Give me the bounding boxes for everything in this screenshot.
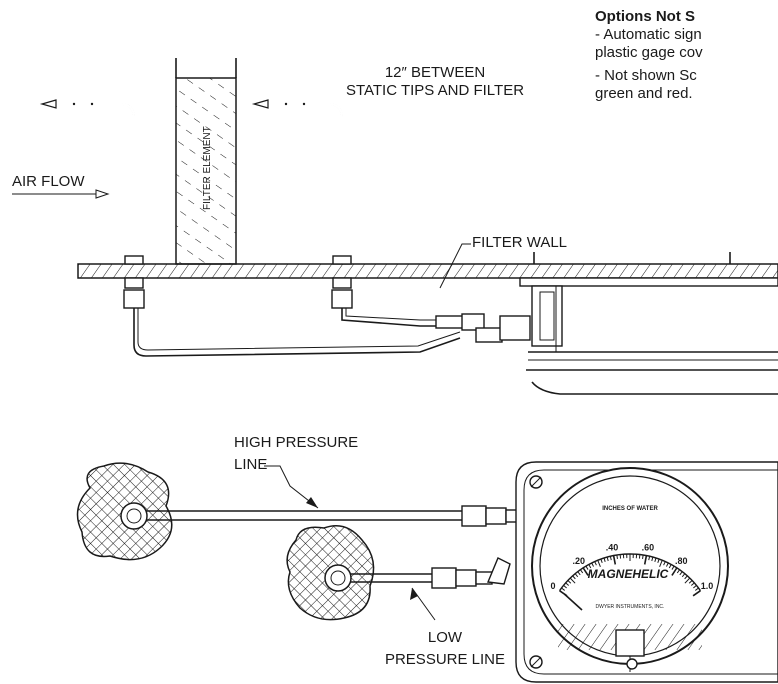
between-label-line-2: STATIC TIPS AND FILTER <box>345 82 525 99</box>
low-pressure-fitting <box>431 557 511 589</box>
gauge-tick <box>600 558 603 564</box>
gauge-units-label: INCHES OF WATER <box>602 506 658 512</box>
gauge-tick <box>654 557 657 562</box>
high-pressure-label-line-2: LINE <box>234 456 268 473</box>
gauge-scale-label: 0 <box>550 581 555 591</box>
gauge-tick <box>690 582 695 586</box>
gauge-tick <box>692 590 701 597</box>
options-line-4: green and red. <box>595 85 693 102</box>
gauge-scale-label: .40 <box>606 543 619 553</box>
options-line-2: plastic gage cov <box>595 44 703 61</box>
gauge-tick <box>580 569 584 574</box>
gauge-tick <box>695 587 699 591</box>
gauge-tick <box>616 554 618 560</box>
gauge-tick <box>642 554 644 560</box>
gauge-tick <box>663 561 666 566</box>
gauge-tick <box>693 585 697 589</box>
air-flow-arrow <box>12 189 110 199</box>
gauge-tick <box>563 585 567 589</box>
gauge-tick <box>648 556 651 561</box>
filter-wall <box>77 263 778 279</box>
gauge-tick <box>594 561 597 566</box>
low-pressure-label-line-1: LOW <box>427 629 463 646</box>
filter-element <box>175 58 237 265</box>
gauge-tick <box>606 556 609 562</box>
gauge-tick <box>679 571 683 576</box>
between-label-line-1: 12″ BETWEEN <box>384 64 486 81</box>
gauge-tick <box>671 565 675 570</box>
gauge-tick <box>651 556 654 562</box>
gauge-tick <box>565 582 570 586</box>
options-title: Options Not S <box>595 8 695 25</box>
gauge-dial: 0 .20 .40 .60 .80 1.0 <box>550 543 714 611</box>
gauge-tick <box>671 567 678 576</box>
gauge-front-body <box>515 461 778 683</box>
gauge-tick <box>681 573 686 578</box>
gauge-tick <box>609 556 612 561</box>
filter-wall-label: FILTER WALL <box>472 234 568 251</box>
gauge-tick <box>666 562 669 567</box>
gauge-tick <box>597 560 601 567</box>
high-pressure-mount <box>76 462 173 561</box>
options-line-3: - Not shown Sc <box>595 67 697 84</box>
gauge-tick <box>676 569 680 574</box>
gauge-tick <box>585 565 589 570</box>
side-fittings <box>435 313 531 343</box>
gauge-tick <box>572 575 576 580</box>
gauge-tick <box>567 580 572 584</box>
gauge-tick <box>561 587 565 591</box>
gauge-tick <box>684 577 691 584</box>
static-tip-upstream <box>39 99 145 309</box>
gauge-pointer <box>563 593 583 611</box>
gauge-tick <box>582 567 589 576</box>
options-line-1: - Automatic sign <box>595 26 702 43</box>
gauge-tick <box>577 571 581 576</box>
static-tip-downstream <box>251 99 353 309</box>
gauge-tick <box>668 564 672 569</box>
filter-element-label: FILTER ELEMENT <box>202 126 213 210</box>
gauge-screws <box>529 475 638 670</box>
tubing-upper <box>133 308 461 357</box>
air-flow-label: AIR FLOW <box>12 173 85 190</box>
high-pressure-label-line-1: HIGH PRESSURE <box>234 434 359 451</box>
low-pressure-label-line-2: PRESSURE LINE <box>384 651 506 668</box>
gauge-tick <box>603 557 606 562</box>
gauge-scale-label: 1.0 <box>701 581 714 591</box>
gauge-tick <box>588 564 592 569</box>
gauge-tick <box>684 575 688 580</box>
high-pressure-tube <box>140 465 462 521</box>
gauge-tick <box>569 577 576 584</box>
gauge-maker-label: DWYER INSTRUMENTS, INC. <box>596 604 665 610</box>
gauge-tick <box>591 562 594 567</box>
gauge-tick <box>612 555 617 565</box>
low-pressure-mount <box>286 525 375 621</box>
gauge-tick <box>643 555 648 565</box>
gauge-scale-label: .80 <box>675 556 688 566</box>
gauge-tick <box>659 560 663 567</box>
gauge-tick <box>574 573 579 578</box>
gauge-scale-label: .60 <box>642 543 655 553</box>
gauge-scale-label: .20 <box>573 556 586 566</box>
gauge-brand-label: MAGNEHELIC <box>588 567 669 581</box>
gauge-tick <box>657 558 660 564</box>
gauge-side-view <box>519 252 778 395</box>
gauge-scale-arc <box>558 553 702 592</box>
high-pressure-leader <box>264 465 319 509</box>
gauge-tick <box>688 580 693 584</box>
